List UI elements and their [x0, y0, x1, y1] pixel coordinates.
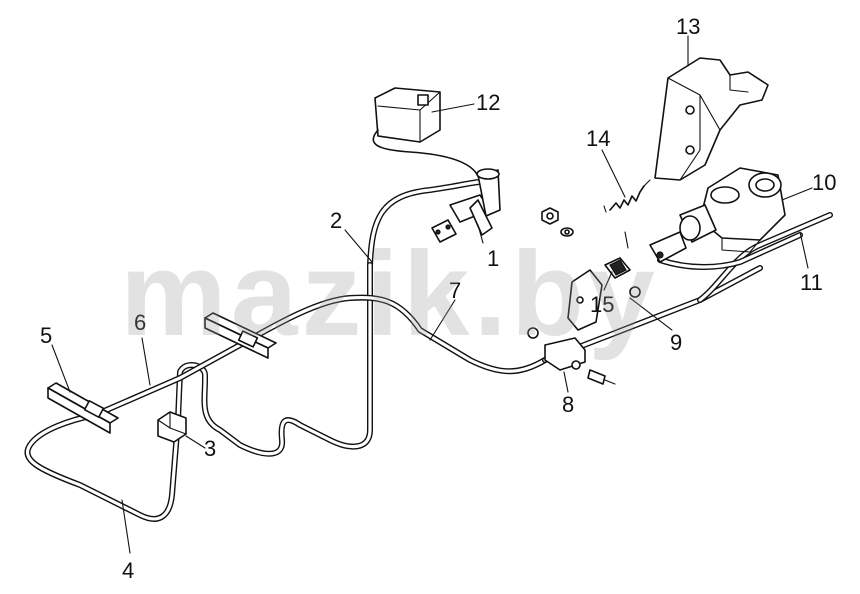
- callout-5: 5: [40, 323, 52, 348]
- callout-12: 12: [476, 90, 500, 115]
- callout-1: 1: [487, 246, 499, 271]
- bracket-5: [47, 382, 119, 434]
- bracket-6-clamp: [204, 312, 277, 359]
- fitting-1: [431, 168, 501, 243]
- callout-8: 8: [562, 392, 574, 417]
- callout-3: 3: [204, 436, 216, 461]
- callouts: 1 2 3 4 5 6 7 8 9 10 11 12 13 14 15: [40, 14, 836, 583]
- callout-10: 10: [812, 170, 836, 195]
- tube-2: [175, 178, 493, 457]
- tube-4: [24, 412, 181, 522]
- reservoir-12: [372, 87, 479, 177]
- spring-14: [603, 179, 651, 213]
- tube-11: [657, 212, 833, 303]
- clip-3: [157, 411, 187, 443]
- callout-2: 2: [330, 208, 342, 233]
- tube-6: [92, 294, 548, 418]
- callout-7: 7: [449, 278, 461, 303]
- callout-6: 6: [134, 310, 146, 335]
- callout-14: 14: [586, 126, 610, 151]
- pump-10: [649, 167, 786, 263]
- leader-lines: [51, 35, 813, 554]
- callout-4: 4: [122, 558, 134, 583]
- watermark-text: mazik.by: [120, 227, 659, 361]
- bracket-plate: [567, 269, 603, 331]
- callout-9: 9: [670, 330, 682, 355]
- callout-11: 11: [800, 270, 823, 295]
- nuts-washers: [541, 207, 629, 249]
- bracket-13: [654, 57, 769, 181]
- callout-15: 15: [590, 292, 614, 317]
- bracket-8: [527, 327, 616, 385]
- callout-13: 13: [676, 14, 700, 39]
